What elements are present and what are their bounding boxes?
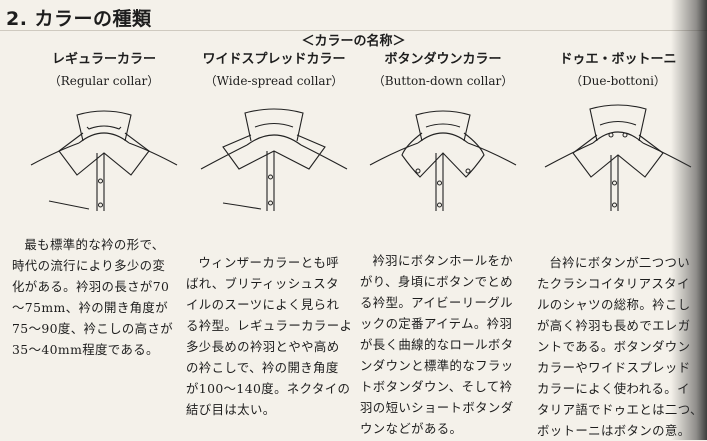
description-line: 結び目は太い。 [186,402,276,417]
description-line: カラーによく使われる。イ [537,381,690,396]
description-line: の衿こしで、衿の開き角度 [186,360,339,375]
section-caption: ＜カラーの名称＞ [301,34,406,49]
collar-name: ワイドスプレッドカラー [202,52,346,67]
description-line: ボットーニはボタンの意。 [537,423,691,438]
collar-english-name: （Wide-spread collar） [204,74,344,88]
description-line: 時代の流行により多少の変 [12,258,166,273]
description-line: 台衿にボタンが二つつい [549,255,691,270]
collar-name: レギュラーカラー [51,52,156,67]
column-button-down-collar: ボタンダウンカラー （Button-down collar） [357,48,529,211]
description-button-down-collar: 衿羽にボタンホールをか がり、身頃にボタンでとめ る衿型。アイビーリーグル ック… [360,250,528,439]
description-line: ～75mm、衿の開き角度が [12,300,168,315]
description-line: 衿羽にボタンホールをか [372,253,514,268]
description-line: 化がある。衿羽の長さが70 [12,279,170,294]
description-line: タリア語でドゥエとは二つ、 [537,402,703,417]
description-line: ンダウンと標準的なフラッ [360,358,514,373]
wide-spread-collar-illustration [200,108,348,211]
button-down-collar-illustration [369,110,517,211]
description-line: がり、身頃にボタンでとめ [360,274,513,289]
description-line: ウィンザーカラーとも呼 [198,255,340,270]
description-regular-collar: 最も標準的な衿の形で、 時代の流行により多少の変 化がある。衿羽の長さが70 ～… [12,234,180,360]
description-line: る衿型。レギュラーカラーより [186,318,354,333]
description-line: が高く衿羽も長めでエレガ [537,318,691,333]
description-line: 35～40mm程度である。 [12,342,159,357]
description-line: 最も標準的な衿の形で、 [24,237,165,252]
collar-name: ボタンダウンカラー [384,52,502,67]
description-line: が100～140度。ネクタイの [186,381,351,396]
description-line: る衿型。アイビーリーグル [360,295,513,310]
collar-english-name: （Button-down collar） [372,74,514,88]
collar-english-name: （Regular collar） [48,74,160,88]
description-due-bottoni: 台衿にボタンが二つつい たクラシコイタリアスタイ ルのシャツの総称。衿こし が高… [537,252,707,441]
description-line: 多少長めの衿羽とやや高め [186,339,340,354]
column-wide-spread-collar: ワイドスプレッドカラー （Wide-spread collar） [188,48,360,211]
title-rule [0,30,707,31]
description-line: 羽の短いショートボタンダ [360,400,514,415]
page-title: 2. カラーの種類 [6,8,152,30]
collar-english-name: （Due-bottoni） [570,74,666,88]
description-line: が長く曲線的なロールボタ [360,337,514,352]
description-line: ルのシャツの総称。衿こし [537,297,691,312]
column-due-bottoni: ドゥエ・ボットーニ （Due-bottoni） [532,48,704,211]
description-line: 75～90度、衿こしの高さが [12,321,174,336]
description-line: カラーやワイドスプレッド [537,360,691,375]
description-line: トボタンダウン、そして衿 [360,379,513,394]
regular-collar-illustration [30,110,178,211]
description-line: ウンなどがある。 [360,421,463,436]
description-line: イルのスーツによく見られ [186,297,340,312]
due-bottoni-collar-illustration [544,104,692,211]
column-regular-collar: レギュラーカラー （Regular collar） [18,48,190,211]
description-wide-spread-collar: ウィンザーカラーとも呼 ばれ、ブリティッシュスタ イルのスーツによく見られ る衿… [186,252,354,420]
description-line: ばれ、ブリティッシュスタ [186,276,339,291]
description-line: ックの定番アイテム。衿羽 [360,316,513,331]
collar-name: ドゥエ・ボットーニ [559,52,677,67]
description-line: たクラシコイタリアスタイ [537,276,690,291]
description-line: ントである。ボタンダウン [537,339,691,354]
